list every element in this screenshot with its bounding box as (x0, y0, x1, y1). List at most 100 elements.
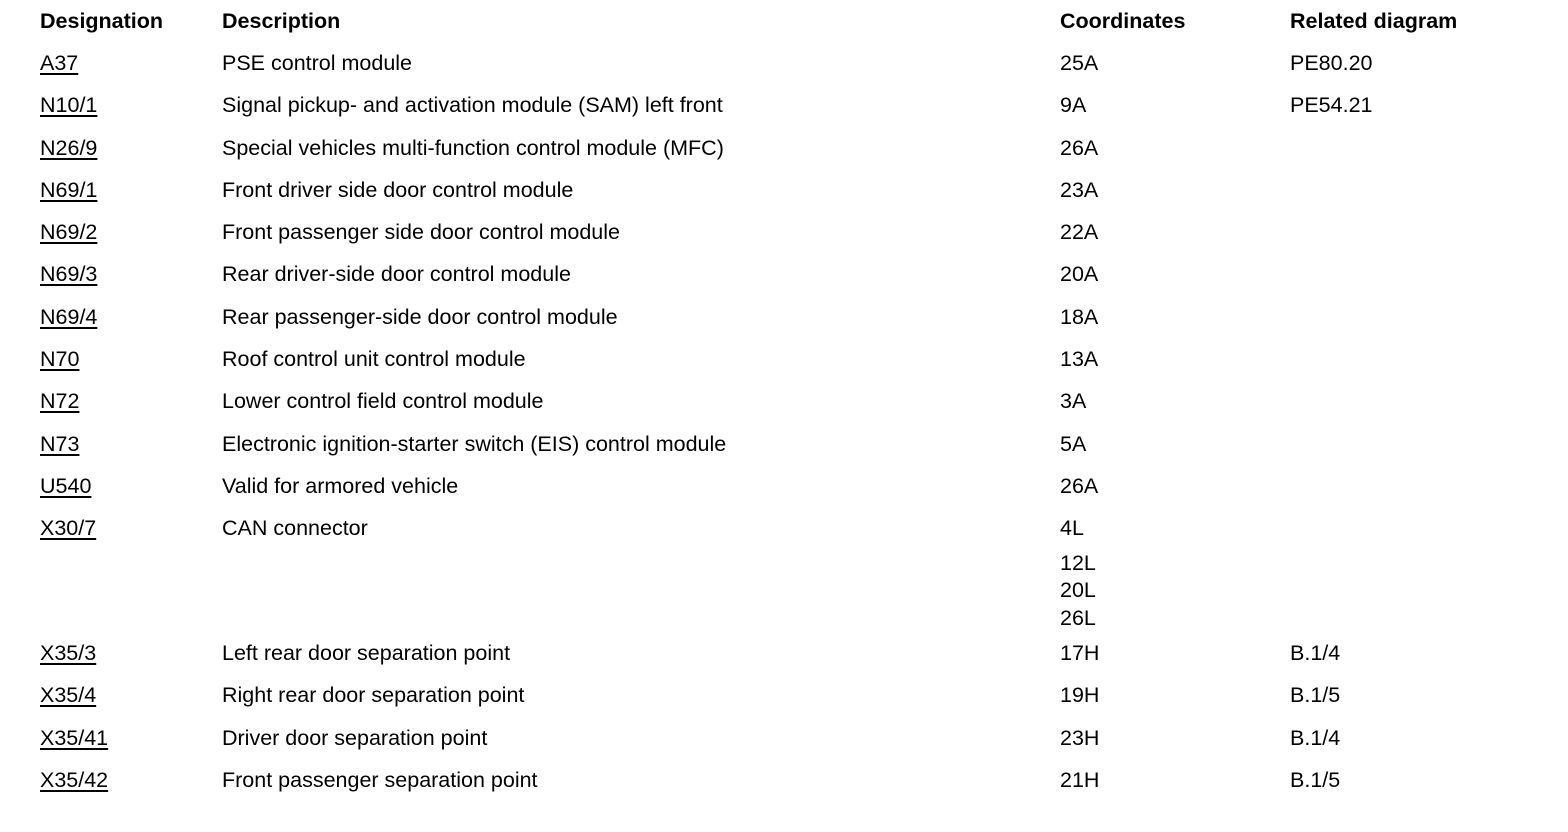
cell-coordinates: 5A (1060, 423, 1290, 465)
cell-coordinates: 13A (1060, 338, 1290, 380)
designation-link[interactable]: N72 (40, 389, 80, 414)
cell-coordinates: 3A (1060, 380, 1290, 422)
cell-description: CAN connector (222, 516, 368, 541)
coordinate-list: 5A (1060, 423, 1290, 465)
cell-related-diagram (1290, 127, 1568, 169)
cell-designation: A37 (0, 42, 222, 84)
designation-link[interactable]: X35/41 (40, 725, 109, 750)
designation-link[interactable]: N10/1 (40, 93, 98, 118)
cell-related-diagram (1290, 338, 1568, 380)
cell-description: Front driver side door control module (222, 177, 574, 202)
coordinate-list: 17H (1060, 632, 1290, 674)
table-row: X35/4 Right rear door separation point 19H… (0, 674, 1568, 716)
cell-description: Right rear door separation point (222, 683, 525, 708)
cell-description: Electronic ignition-starter switch (EIS)… (222, 431, 727, 456)
table-row: N26/9 Special vehicles multi-function con… (0, 127, 1568, 169)
designation-link[interactable]: N70 (40, 347, 80, 372)
cell-related-diagram (1290, 296, 1568, 338)
coordinate-list: 3A (1060, 380, 1290, 422)
coordinate-value: 9A (1060, 93, 1087, 118)
cell-description: Front passenger side door control module (222, 220, 620, 245)
cell-description: Left rear door separation point (222, 641, 511, 666)
designation-link[interactable]: N26/9 (40, 135, 98, 160)
designation-link[interactable]: N73 (40, 431, 80, 456)
designation-link[interactable]: X35/4 (40, 683, 97, 708)
cell-related-diagram: B.1/4 (1290, 725, 1341, 750)
coordinate-list: 23A (1060, 169, 1290, 211)
cell-description: Special vehicles multi-function control … (222, 135, 724, 160)
coordinate-list: 22A (1060, 211, 1290, 253)
cell-coordinates: 25A (1060, 42, 1290, 84)
cell-designation: X30/7 (0, 507, 222, 632)
designation-link[interactable]: N69/2 (40, 220, 98, 245)
coordinate-list: 20A (1060, 253, 1290, 295)
cell-designation: U540 (0, 465, 222, 507)
cell-related-diagram (1290, 465, 1568, 507)
coordinate-value: 21H (1060, 767, 1100, 792)
cell-designation: N70 (0, 338, 222, 380)
cell-related-diagram: PE80.20 (1290, 51, 1373, 75)
cell-coordinates: 17H (1060, 632, 1290, 674)
designation-link[interactable]: N69/1 (40, 177, 98, 202)
coordinate-list: 26A (1060, 127, 1290, 169)
coordinate-value: 13A (1060, 347, 1099, 372)
cell-designation: N69/3 (0, 253, 222, 295)
designation-link[interactable]: N69/3 (40, 262, 98, 287)
cell-description: Signal pickup- and activation module (SA… (222, 93, 723, 118)
cell-coordinates: 23A (1060, 169, 1290, 211)
cell-designation: N69/1 (0, 169, 222, 211)
coordinate-value: 3A (1060, 389, 1087, 414)
coordinate-list: 26A (1060, 465, 1290, 507)
table-row: N69/1 Front driver side door control modu… (0, 169, 1568, 211)
cell-designation: N73 (0, 423, 222, 465)
column-header-description: Description (222, 9, 341, 33)
cell-related-diagram (1290, 211, 1568, 253)
cell-description: Rear passenger-side door control module (222, 304, 618, 329)
cell-designation: X35/41 (0, 717, 222, 759)
table-row: N69/4 Rear passenger-side door control mo… (0, 296, 1568, 338)
coordinate-list: 9A (1060, 84, 1290, 126)
coordinate-value: 26L (1060, 605, 1096, 630)
cell-coordinates: 26A (1060, 127, 1290, 169)
coordinate-value: 26A (1060, 135, 1099, 160)
cell-description: PSE control module (222, 51, 413, 75)
cell-description: Roof control unit control module (222, 347, 526, 372)
coordinate-value: 12L (1060, 550, 1096, 575)
cell-designation: N69/2 (0, 211, 222, 253)
cell-designation: N26/9 (0, 127, 222, 169)
cell-description: Rear driver-side door control module (222, 262, 571, 287)
coordinate-value: 19H (1060, 683, 1100, 708)
coordinate-value: 23A (1060, 177, 1099, 202)
designation-link[interactable]: A37 (40, 51, 79, 75)
designation-link[interactable]: U540 (40, 473, 92, 498)
cell-coordinates: 18A (1060, 296, 1290, 338)
coordinate-value: 23H (1060, 725, 1100, 750)
table-row: N69/2 Front passenger side door control m… (0, 211, 1568, 253)
table-row: N69/3 Rear driver-side door control modul… (0, 253, 1568, 295)
cell-related-diagram: B.1/5 (1290, 767, 1341, 792)
cell-designation: N10/1 (0, 84, 222, 126)
designation-link[interactable]: X30/7 (40, 516, 97, 541)
designation-link[interactable]: X35/3 (40, 641, 97, 666)
coordinate-list: 13A (1060, 338, 1290, 380)
component-legend-table: Designation Description Coordinates Rela… (0, 9, 1568, 801)
cell-coordinates: 21H (1060, 759, 1290, 801)
table-row: N70 Roof control unit control module 13A (0, 338, 1568, 380)
column-header-coordinates: Coordinates (1060, 9, 1186, 33)
cell-related-diagram (1290, 423, 1568, 465)
cell-related-diagram (1290, 253, 1568, 295)
table-row: N10/1 Signal pickup- and activation modul… (0, 84, 1568, 126)
designation-link[interactable]: X35/42 (40, 767, 109, 792)
designation-link[interactable]: N69/4 (40, 304, 98, 329)
coordinate-list: 23H (1060, 717, 1290, 759)
coordinate-value: 18A (1060, 304, 1099, 329)
